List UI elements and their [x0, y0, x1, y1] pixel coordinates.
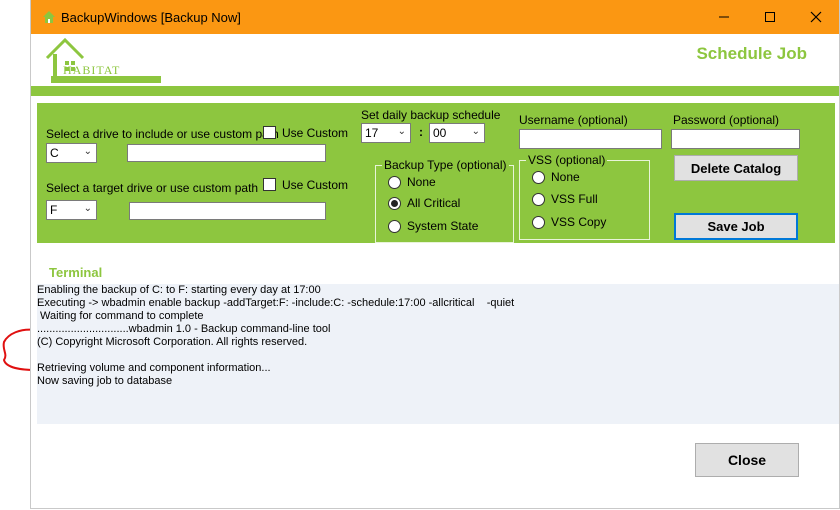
password-input[interactable]: [671, 129, 800, 149]
save-job-button[interactable]: Save Job: [674, 213, 798, 240]
vss-none-radio[interactable]: [532, 171, 545, 184]
time-separator: :: [419, 125, 423, 139]
terminal-line: Waiting for command to complete: [37, 310, 204, 322]
include-use-custom-checkbox[interactable]: [263, 126, 276, 139]
minimize-icon: [719, 16, 729, 18]
target-drive-value: F: [50, 203, 58, 217]
schedule-job-title: Schedule Job: [696, 44, 807, 63]
header-divider: [31, 86, 839, 96]
backup-type-all-critical-radio[interactable]: [388, 197, 401, 210]
terminal-line: Enabling the backup of C: to F: starting…: [37, 284, 321, 296]
terminal-line: Retrieving volume and component informat…: [37, 362, 271, 374]
username-input[interactable]: [519, 129, 662, 149]
delete-catalog-button[interactable]: Delete Catalog: [674, 155, 798, 181]
title-bar[interactable]: BackupWindows [Backup Now]: [31, 0, 839, 34]
red-annotation-bracket: [2, 328, 37, 371]
vss-none-label: None: [551, 170, 580, 184]
vss-full-radio[interactable]: [532, 193, 545, 206]
maximize-icon: [765, 12, 775, 22]
target-drive-label: Select a target drive or use custom path: [46, 181, 259, 195]
vss-copy-label: VSS Copy: [551, 215, 607, 229]
close-button[interactable]: Close: [695, 443, 799, 477]
terminal-line: Now saving job to database: [37, 375, 173, 387]
backup-type-none-label: None: [407, 175, 436, 189]
vss-copy-radio[interactable]: [532, 216, 545, 229]
minimize-button[interactable]: [701, 0, 747, 34]
backup-type-group: Backup Type (optional) None All Critical…: [375, 158, 514, 243]
hour-select[interactable]: 17 ⌄: [361, 123, 411, 143]
username-label: Username (optional): [519, 113, 628, 127]
include-use-custom-label: Use Custom: [282, 126, 349, 140]
chevron-down-icon: ⌄: [83, 146, 92, 157]
backup-type-system-state-radio[interactable]: [388, 220, 401, 233]
home-icon: [43, 11, 55, 23]
backup-window: BackupWindows [Backup Now] HABITAT Sched…: [30, 0, 840, 509]
terminal-line: (C) Copyright Microsoft Corporation. All…: [37, 336, 308, 348]
target-use-custom-label: Use Custom: [282, 178, 349, 192]
close-icon: [810, 11, 822, 23]
vss-full-label: VSS Full: [551, 192, 598, 206]
minute-value: 00: [433, 126, 447, 140]
include-drive-select[interactable]: C ⌄: [46, 143, 97, 163]
target-use-custom-checkbox[interactable]: [263, 178, 276, 191]
minute-select[interactable]: 00 ⌄: [429, 123, 485, 143]
config-panel: Select a drive to include or use custom …: [37, 103, 835, 243]
vss-group: VSS (optional) None VSS Full VSS Copy: [519, 153, 650, 240]
habitat-logo: HABITAT: [45, 37, 161, 83]
backup-type-system-state-label: System State: [407, 219, 479, 233]
backup-type-all-critical-label: All Critical: [407, 196, 461, 210]
chevron-down-icon: ⌄: [397, 126, 406, 137]
backup-type-none-radio[interactable]: [388, 176, 401, 189]
logo-text: HABITAT: [63, 63, 120, 77]
target-custom-path-input[interactable]: [129, 202, 326, 220]
include-custom-path-input[interactable]: [127, 144, 326, 162]
vss-title: VSS (optional): [526, 153, 608, 167]
include-drive-label: Select a drive to include or use custom …: [46, 127, 279, 141]
chevron-down-icon: ⌄: [471, 126, 480, 137]
include-drive-value: C: [50, 146, 59, 160]
terminal-line: ..............................wbadmin 1.…: [37, 323, 331, 335]
target-drive-select[interactable]: F ⌄: [46, 200, 97, 220]
close-window-button[interactable]: [793, 0, 839, 34]
maximize-button[interactable]: [747, 0, 793, 34]
terminal-output: Enabling the backup of C: to F: starting…: [37, 284, 839, 424]
password-label: Password (optional): [673, 113, 780, 127]
terminal-title: Terminal: [49, 265, 103, 280]
schedule-label: Set daily backup schedule: [361, 108, 501, 122]
hour-value: 17: [365, 126, 379, 140]
window-title: BackupWindows [Backup Now]: [61, 10, 241, 25]
chevron-down-icon: ⌄: [83, 203, 92, 214]
terminal-line: Executing -> wbadmin enable backup -addT…: [37, 297, 515, 309]
backup-type-title: Backup Type (optional): [382, 158, 509, 172]
